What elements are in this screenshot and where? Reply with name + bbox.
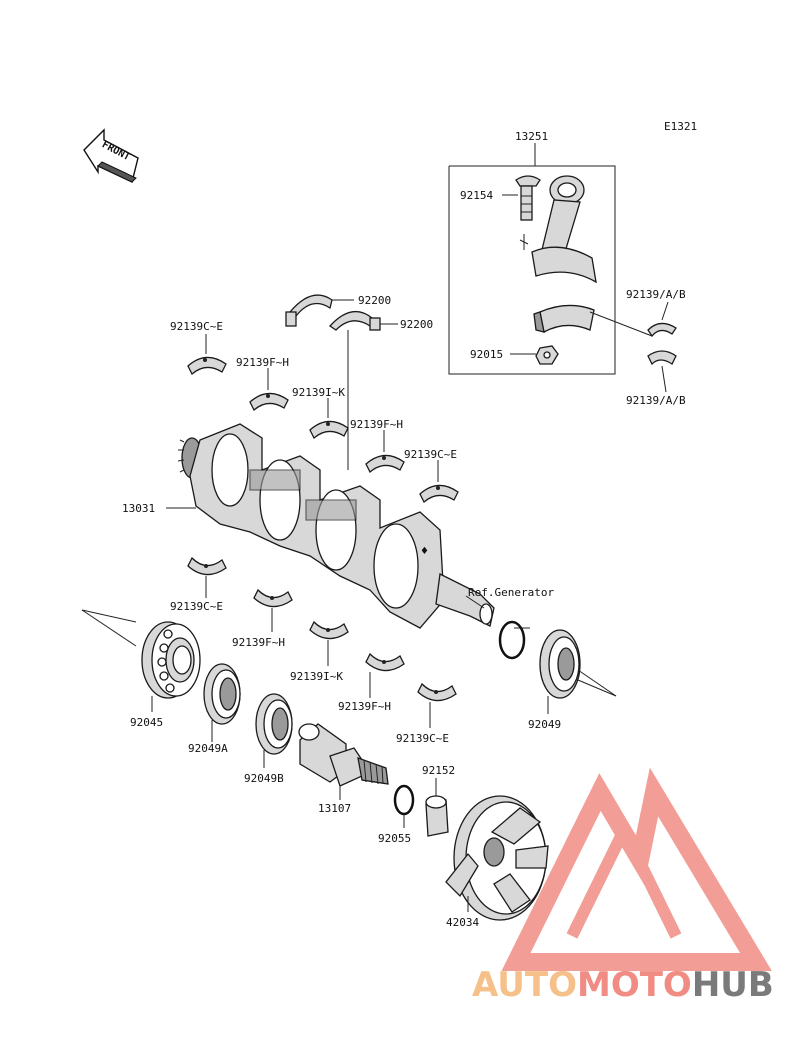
label-92139fh-upper-1: 92139F~H	[236, 356, 289, 369]
label-92139-ab-top: 92139/A/B	[626, 288, 686, 301]
snap-ring-icon	[498, 620, 526, 660]
thrust-washer-upper-1-icon	[285, 294, 333, 327]
main-bearing-lower-ce-right-icon	[417, 682, 457, 702]
label-13251: 13251	[515, 130, 548, 143]
main-bearing-lower-fh-1-icon	[253, 588, 293, 608]
main-bearing-lower-ce-left-icon	[187, 556, 227, 576]
label-92139ce-lower-right: 92139C~E	[396, 732, 449, 745]
label-92139ik-upper: 92139I~K	[292, 386, 345, 399]
conrod-bearing-upper-icon	[647, 322, 677, 338]
conrod-nut-icon	[535, 345, 559, 365]
collar-icon	[425, 795, 449, 837]
watermark-text: AUTOMOTOHUB	[472, 965, 774, 1005]
impeller-icon	[445, 795, 549, 921]
label-92200-1: 92200	[358, 294, 391, 307]
label-13107: 13107	[318, 802, 351, 815]
oil-seal-a-icon	[203, 663, 241, 725]
label-92045: 92045	[130, 716, 163, 729]
drive-shaft-icon	[298, 723, 389, 787]
label-92049a: 92049A	[188, 742, 228, 755]
crank-mark: ♦	[420, 546, 429, 557]
main-bearing-upper-ik-icon	[309, 420, 349, 440]
label-92139ce-upper-left: 92139C~E	[170, 320, 223, 333]
label-92139-ab-bottom: 92139/A/B	[626, 394, 686, 407]
thrust-washer-upper-2-icon	[329, 310, 381, 331]
conrod-bolt-icon	[515, 175, 541, 221]
conrod-bearing-lower-icon	[647, 350, 677, 366]
conrod-cap-icon	[533, 304, 595, 333]
main-bearing-upper-ce-left-icon	[187, 356, 227, 376]
oil-seal-b-icon	[255, 693, 293, 755]
label-92139fh-lower-1: 92139F~H	[232, 636, 285, 649]
conrod-assembly-box: 13251 92154 920	[448, 130, 653, 375]
label-92152: 92152	[422, 764, 455, 777]
label-13031: 13031	[122, 502, 155, 515]
label-92200-2: 92200	[400, 318, 433, 331]
automotohub-logo-icon	[501, 767, 772, 971]
label-92015: 92015	[470, 348, 503, 361]
oil-seal-right-icon	[539, 629, 581, 699]
label-92139ik-lower: 92139I~K	[290, 670, 343, 683]
label-92139fh-lower-2: 92139F~H	[338, 700, 391, 713]
label-92154: 92154	[460, 189, 493, 202]
label-92055: 92055	[378, 832, 411, 845]
label-ref-generator: Ref.Generator	[468, 586, 554, 599]
main-bearing-lower-fh-2-icon	[365, 652, 405, 672]
connecting-rod-icon	[519, 175, 597, 284]
main-bearing-upper-fh-1-icon	[249, 392, 289, 412]
main-bearing-lower-ik-icon	[309, 620, 349, 640]
label-92139fh-upper-2: 92139F~H	[350, 418, 403, 431]
crankshaft-icon: ♦	[177, 423, 495, 629]
label-92139ce-lower-left: 92139C~E	[170, 600, 223, 613]
ball-bearing-icon	[141, 621, 201, 699]
label-92139ce-upper-right: 92139C~E	[404, 448, 457, 461]
front-arrow-icon: FRONT	[83, 128, 139, 183]
label-92049b: 92049B	[244, 772, 284, 785]
o-ring-icon	[393, 784, 415, 816]
label-42034: 42034	[446, 916, 479, 929]
main-bearing-upper-ce-right-icon	[419, 484, 459, 504]
label-92049: 92049	[528, 718, 561, 731]
main-bearing-upper-fh-2-icon	[365, 454, 405, 474]
diagram-code: E1321	[664, 120, 697, 133]
